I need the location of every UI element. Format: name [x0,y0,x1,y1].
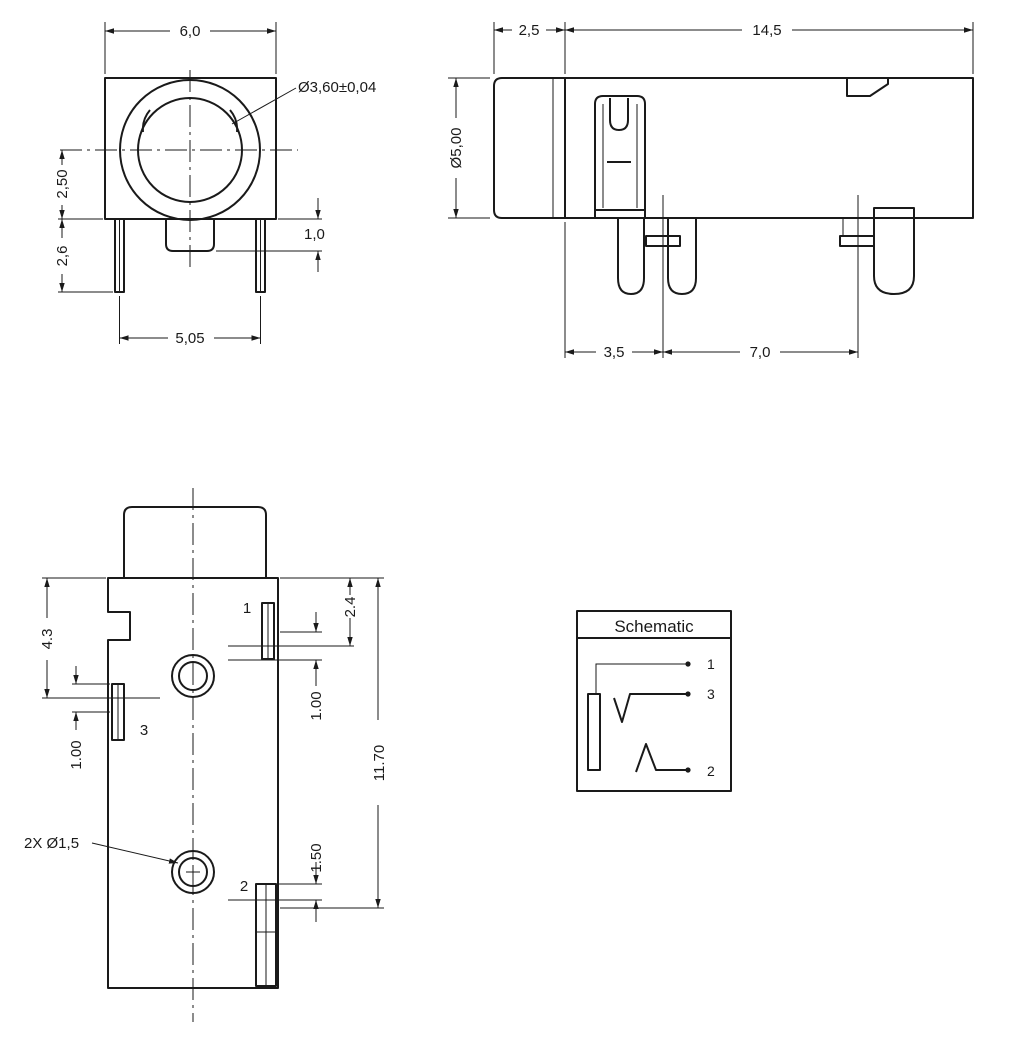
schematic-spring-3 [613,693,688,723]
side-body-outline [564,77,974,219]
schematic-sleeve-wire [595,663,688,694]
dim-diameter-label: Ø5,00 [448,128,465,169]
dim-pin-off-b-label: 7,0 [750,344,771,361]
bottom-nose-outline [123,506,267,578]
schematic-contact-2 [635,743,688,773]
side-pin-c [873,218,915,295]
schematic-sleeve [587,693,601,771]
side-latch [846,78,889,97]
bottom-pin1-label: 1 [243,600,251,617]
side-pin-b [667,218,697,295]
front-bottom-nub [165,219,215,252]
front-left-notch [141,109,151,133]
front-view: 6,0 Ø3,60±0,04 2,50 2,6 1,0 5,05 [54,22,376,347]
dim-pin-length-label: 2,6 [54,246,71,267]
dim-pin-off-a-label: 3,5 [604,344,625,361]
dim-bore-label: Ø3,60±0,04 [298,79,376,96]
bottom-holes-label: 2X Ø1,5 [24,835,79,852]
dim-pin1-offset-label: 2.4 [342,597,359,618]
dim-pin-top-label: 4.3 [39,629,56,650]
side-contact-outline [594,95,646,211]
bottom-hole-2 [171,850,215,894]
dim-body-len-label: 14,5 [752,22,781,39]
dim-front-len-label: 2,5 [519,22,540,39]
bottom-view: 1 3 2 11.70 4.3 2.4 1.00 1.00 [24,488,388,1022]
side-nose-outline [493,77,566,219]
dim-overall-label: 11.70 [371,745,388,781]
bottom-body-outline [107,577,279,989]
dim-pin3-width-label: 1.00 [68,740,85,769]
schematic-frame [576,610,732,792]
side-pin-a [617,218,645,295]
bottom-hole-1 [171,654,215,698]
schematic-pin3-label: 3 [707,686,715,702]
side-view: 2,5 14,5 Ø5,00 3,5 7,0 [448,22,974,361]
dim-pin1-width-label: 1.00 [308,691,325,720]
schematic-pin1-label: 1 [707,656,715,672]
dim-pin-spacing-label: 5,05 [175,330,204,347]
schematic: Schematic 1 3 2 [576,610,732,792]
bottom-pin2-label: 2 [240,878,248,895]
bottom-pin3-label: 3 [140,722,148,739]
dim-nub-label: 1,0 [304,226,325,243]
schematic-pin2-label: 2 [707,763,715,779]
dim-width-label: 6,0 [180,23,201,40]
schematic-title: Schematic [614,617,694,636]
dim-pin2-width-label: 1.50 [308,843,325,872]
front-right-notch [229,109,239,133]
dim-center-height-label: 2,50 [54,169,71,198]
